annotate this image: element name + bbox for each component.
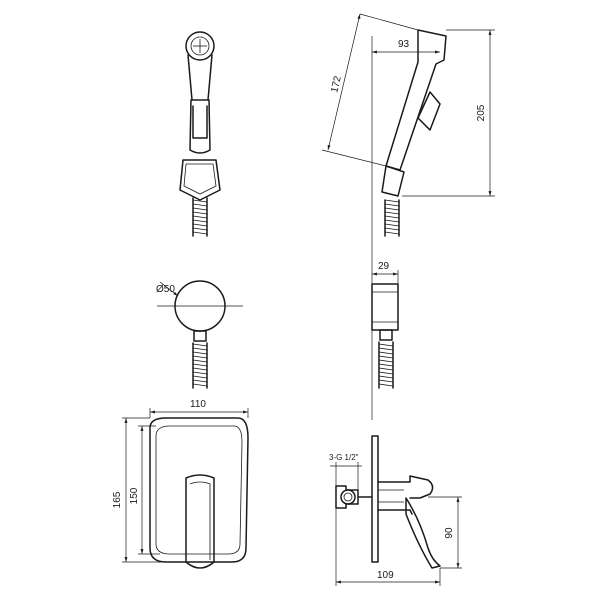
dim-109-label: 109 <box>377 570 394 581</box>
dim-thread: 3-G 1/2" <box>329 453 362 490</box>
hose-ring <box>192 219 208 223</box>
hose-ring <box>192 383 208 387</box>
hose-ring <box>378 351 394 355</box>
dim-phi50-label: Ø50 <box>156 284 175 295</box>
hose-ring <box>192 343 208 347</box>
hose-ring <box>384 227 400 231</box>
hose-ring <box>192 231 208 235</box>
hose-ring <box>378 355 394 359</box>
hose-ring <box>378 371 394 375</box>
dim-165-label: 165 <box>112 491 123 508</box>
hose-ring <box>192 375 208 379</box>
dim-150: 150 <box>129 425 160 555</box>
dim-29-label: 29 <box>378 261 390 272</box>
hose-ring <box>384 207 400 211</box>
front-view-mixer-plate <box>149 417 249 569</box>
side-view-mixer <box>335 435 441 569</box>
hose-ring <box>192 347 208 351</box>
hose-ring <box>192 207 208 211</box>
dim-93: 93 <box>372 39 440 54</box>
hose-ring <box>192 363 208 367</box>
hose-ring <box>192 371 208 375</box>
hose-ring <box>192 359 208 363</box>
hose-ring <box>378 375 394 379</box>
hose-ring <box>384 199 400 203</box>
hose-ring <box>192 355 208 359</box>
dim-110-label: 110 <box>190 399 206 410</box>
hose-ring <box>192 227 208 231</box>
dim-165: 165 <box>112 417 166 563</box>
side-hose-rings <box>384 199 400 235</box>
dim-110: 110 <box>149 399 249 418</box>
dim-150-label: 150 <box>129 487 140 504</box>
dim-90: 90 <box>428 496 462 569</box>
dim-172-label: 172 <box>329 75 344 94</box>
dim-90-label: 90 <box>444 527 455 539</box>
hose-ring <box>192 199 208 203</box>
side-view-wall-outlet <box>371 283 399 389</box>
hose-ring <box>192 211 208 215</box>
hose-ring <box>384 231 400 235</box>
front-hose-rings <box>192 199 208 235</box>
dim-93-label: 93 <box>398 39 410 50</box>
hose-ring <box>192 367 208 371</box>
hose-ring <box>378 367 394 371</box>
hose-ring <box>192 351 208 355</box>
hose-ring <box>192 215 208 219</box>
hose-ring <box>192 203 208 207</box>
dim-205-label: 205 <box>476 104 487 121</box>
hose-ring <box>384 223 400 227</box>
hose-ring <box>384 219 400 223</box>
dim-205: 205 <box>402 29 495 197</box>
hose-ring <box>192 223 208 227</box>
hose-ring <box>378 363 394 367</box>
dim-29: 29 <box>372 261 399 284</box>
dim-172: 172 <box>321 13 419 167</box>
hose-ring <box>378 347 394 351</box>
hose-ring <box>192 379 208 383</box>
hose-ring <box>378 383 394 387</box>
hose-ring <box>378 343 394 347</box>
hose-ring <box>384 203 400 207</box>
hose-ring <box>378 379 394 383</box>
hose-ring <box>384 211 400 215</box>
front-view-wall-outlet: Ø50 <box>156 280 243 389</box>
side-view-hand-shower <box>371 29 447 420</box>
front-outlet-hose-rings <box>192 343 208 387</box>
dim-thread-label: 3-G 1/2" <box>329 453 359 462</box>
dim-109: 109 <box>335 508 441 586</box>
hose-ring <box>378 359 394 363</box>
hose-ring <box>384 215 400 219</box>
side-outlet-hose-rings <box>378 343 394 387</box>
